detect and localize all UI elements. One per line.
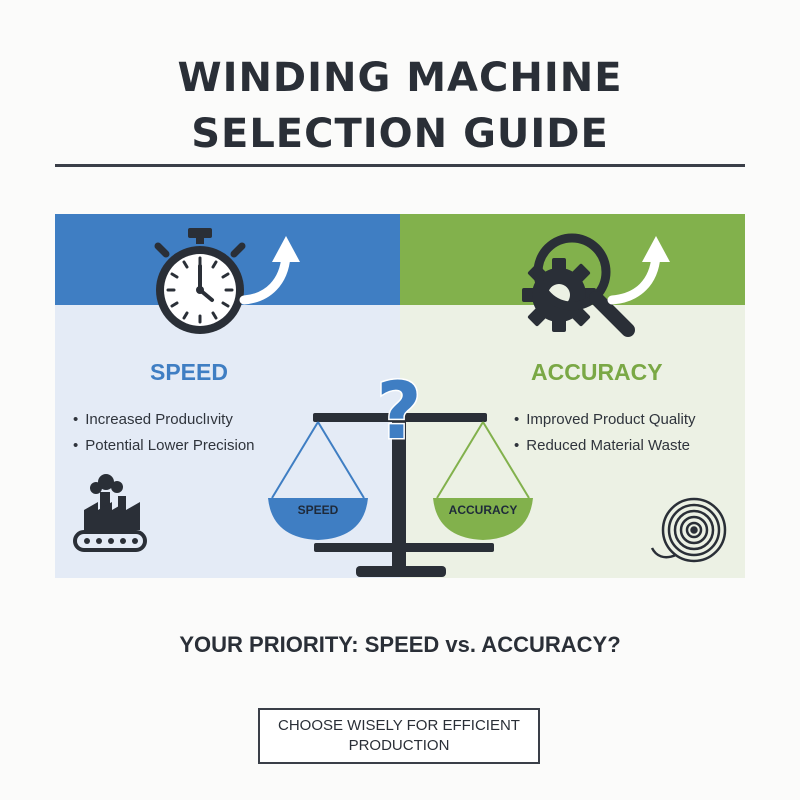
scale-pillar (392, 420, 406, 568)
accuracy-bullet-list: Improved Product Quality Reduced Materia… (514, 407, 696, 459)
accuracy-up-arrow-icon (607, 236, 670, 305)
balance-scale: SPEED ACCURACY ? (268, 366, 533, 577)
page-title-line-2: SELECTION GUIDE (191, 111, 609, 157)
speed-bullet: Potential Lower Precision (73, 433, 254, 459)
speed-bullet-list: Increased Produclıvity Potential Lower P… (73, 407, 255, 459)
title-divider (55, 164, 745, 167)
accuracy-pan-label: ACCURACY (449, 503, 518, 517)
choose-wisely-button[interactable]: CHOOSE WISELY FOR EFFICIENT PRODUCTION (258, 708, 540, 764)
accuracy-pan (433, 498, 533, 540)
accuracy-bullet: Improved Product Quality (514, 407, 695, 433)
speed-bullet: Increased Produclıvity (73, 407, 255, 433)
cta-line-2: PRODUCTION (348, 737, 450, 754)
priority-question: YOUR PRIORITY: SPEED vs. ACCURACY? (179, 632, 621, 657)
speed-heading: SPEED (150, 359, 228, 385)
scale-base (356, 566, 446, 577)
accuracy-bullet: Reduced Material Waste (514, 433, 696, 459)
speed-pan-label: SPEED (298, 503, 339, 517)
page-title-line-1: WINDING MACHINE (177, 55, 623, 101)
cta-line-1: CHOOSE WISELY FOR EFFICIENT (278, 717, 520, 734)
question-mark: ? (376, 367, 421, 457)
accuracy-heading: ACCURACY (531, 359, 663, 385)
factory-conveyor-icon (73, 474, 147, 552)
magnifier-gear-icon (522, 233, 635, 337)
scale-beam (313, 413, 487, 422)
speed-pan (268, 498, 368, 540)
speed-up-arrow-icon (239, 236, 300, 305)
material-roll-icon (650, 497, 727, 563)
stopwatch-icon (154, 228, 246, 334)
cta-text: CHOOSE WISELY FOR EFFICIENT PRODUCTION (278, 716, 520, 756)
scale-lower-bar (314, 543, 494, 552)
